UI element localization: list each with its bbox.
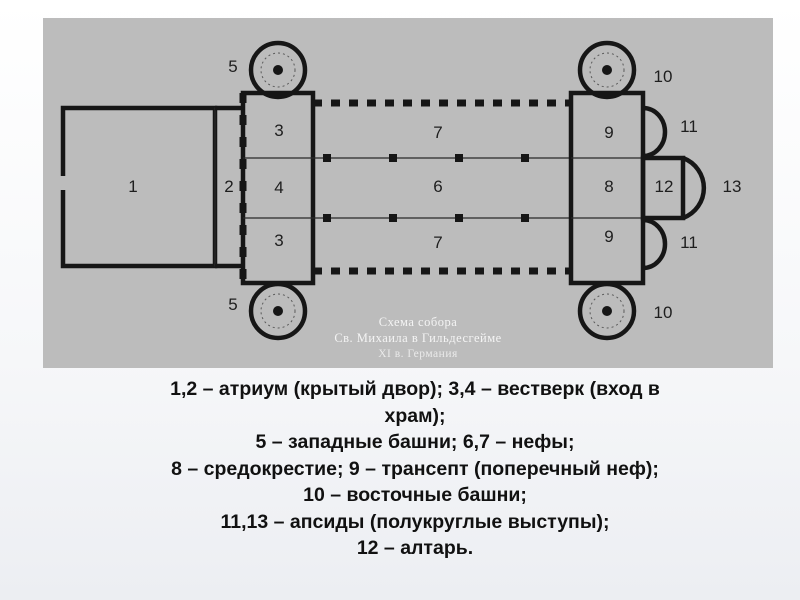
plan-caption-line2: Св. Михаила в Гильдесгейме [334, 331, 501, 345]
label-2: 2 [224, 177, 233, 196]
main-apse [682, 155, 707, 221]
label-13: 13 [723, 177, 742, 196]
label-5-north: 5 [228, 57, 237, 76]
cathedral-plan-figure: 1 2 3 4 3 5 5 6 7 7 8 9 9 12 10 10 11 11… [43, 18, 773, 368]
legend-line: 5 – западные башни; 6,7 – нефы; [255, 431, 575, 453]
altar-space [640, 155, 686, 221]
east-tower-south [577, 281, 637, 341]
legend-text: 1,2 – атриум (крытый двор); 3,4 – вестве… [70, 376, 760, 562]
west-tower-south-stair [260, 293, 296, 329]
label-9-south: 9 [604, 227, 613, 246]
legend-line: 8 – средокрестие; 9 – трансепт (поперечн… [171, 457, 659, 480]
west-tower-south [248, 281, 308, 341]
label-9-north: 9 [604, 123, 613, 142]
legend-line: 11,13 – апсиды (полукруглые выступы); [220, 510, 610, 533]
label-7-south: 7 [433, 233, 442, 252]
west-tower-north-core [273, 65, 283, 75]
label-10-north: 10 [654, 67, 673, 86]
west-tower-north [248, 40, 308, 100]
label-10-south: 10 [654, 303, 673, 322]
plan-background [43, 18, 773, 368]
east-tower-north [577, 40, 637, 100]
cathedral-floor-plan: 1 2 3 4 3 5 5 6 7 7 8 9 9 12 10 10 11 11… [43, 18, 773, 368]
east-tower-north-core [602, 65, 612, 75]
label-5-south: 5 [228, 295, 237, 314]
legend-line: 1,2 – атриум (крытый двор); 3,4 – вестве… [170, 378, 660, 400]
label-1: 1 [128, 177, 137, 196]
west-tower-north-stair [260, 52, 296, 88]
legend-line: 10 – восточные башни; [303, 484, 527, 506]
side-apse-south [642, 217, 668, 271]
label-3-south: 3 [274, 231, 283, 250]
label-11-south: 11 [680, 233, 698, 252]
plan-caption-line3: XI в. Германия [378, 348, 458, 360]
east-tower-south-core [602, 306, 612, 316]
label-12: 12 [655, 177, 674, 196]
label-7-north: 7 [433, 123, 442, 142]
east-tower-north-stair [589, 52, 625, 88]
plan-caption-line1: Схема собора [379, 315, 458, 329]
label-8: 8 [604, 177, 613, 196]
east-tower-south-stair [589, 293, 625, 329]
label-11-north: 11 [680, 117, 698, 136]
label-3-north: 3 [274, 121, 283, 140]
legend-line: храм); [384, 404, 446, 427]
west-tower-south-core [273, 306, 283, 316]
nave-piers [323, 154, 529, 222]
legend-line: 12 – алтарь. [356, 537, 474, 559]
side-apse-north [642, 105, 668, 159]
label-6: 6 [433, 177, 442, 196]
label-4: 4 [274, 178, 283, 197]
